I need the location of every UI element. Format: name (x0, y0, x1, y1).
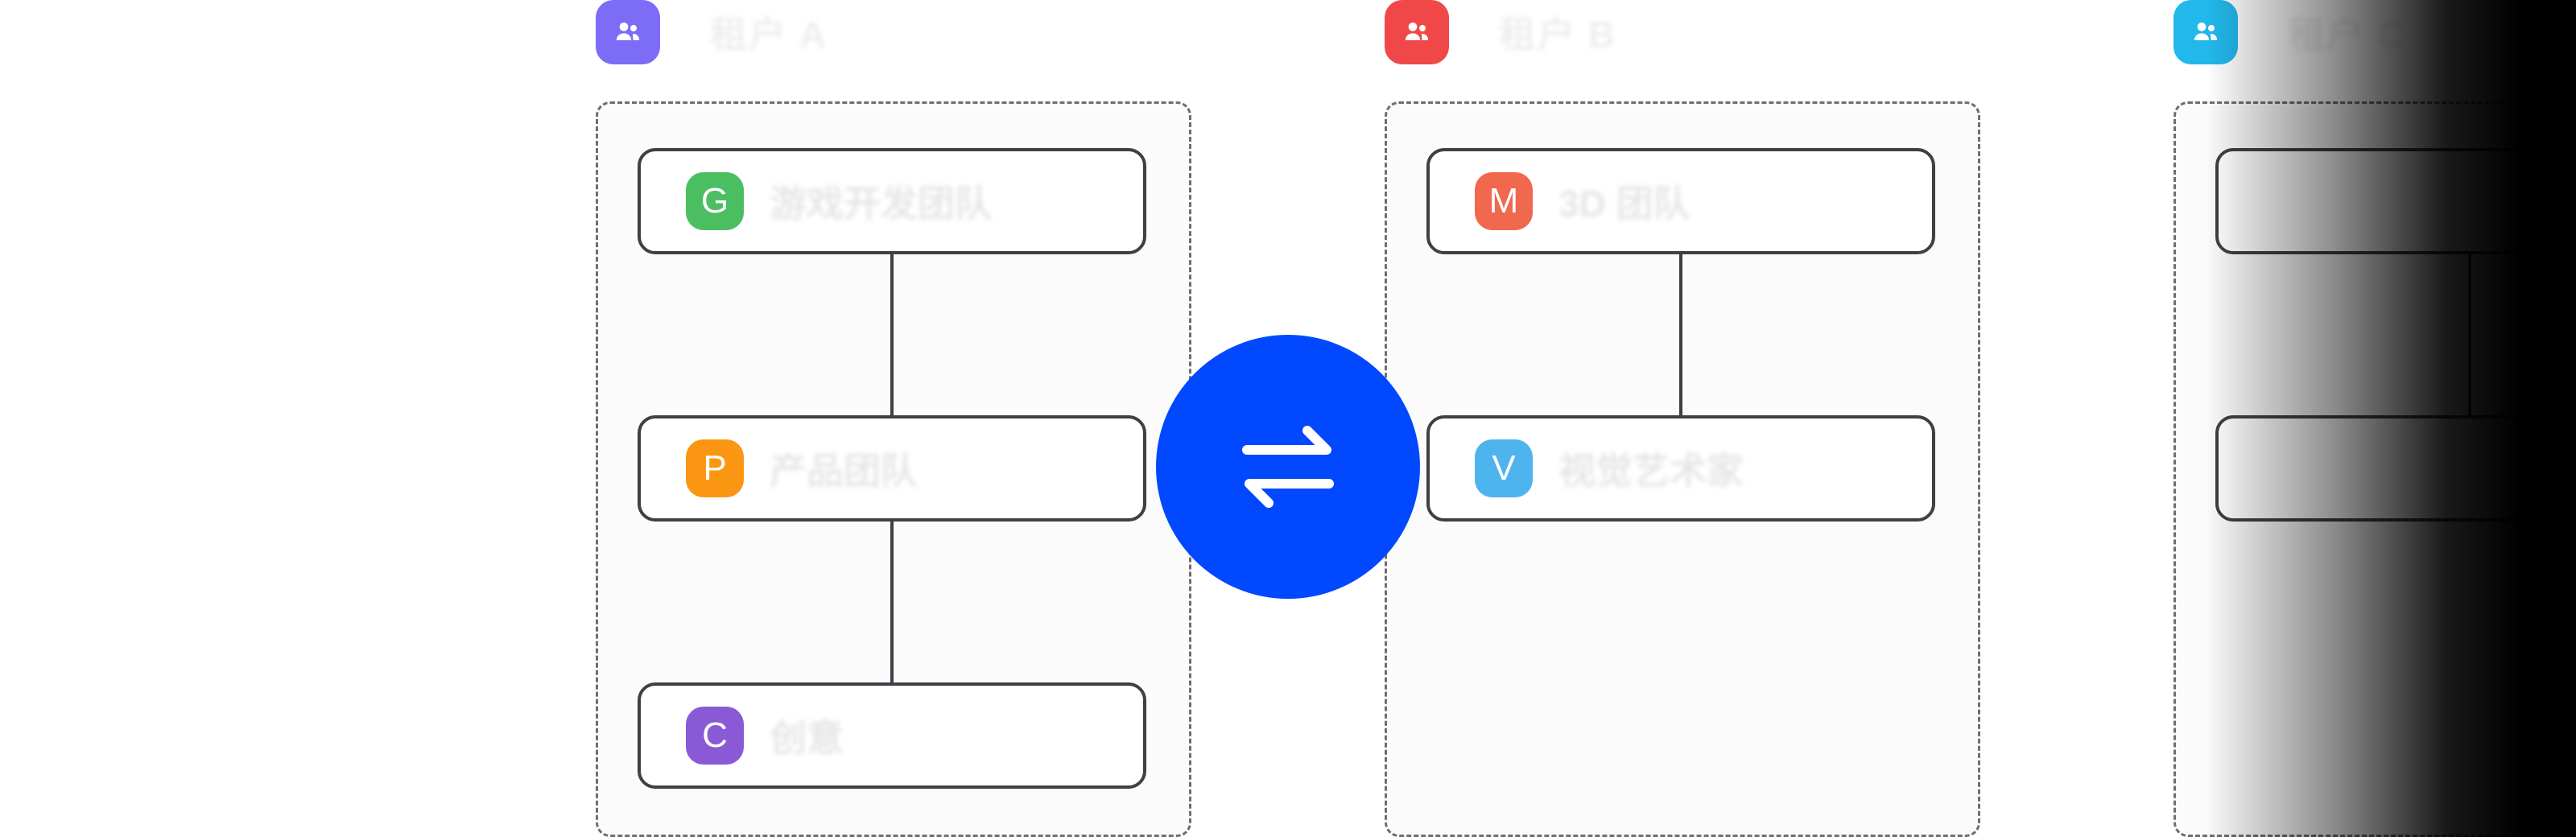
team-label: 视觉艺术家 (1558, 450, 1744, 492)
team-connector (890, 253, 894, 415)
team-card-c1[interactable] (2215, 148, 2576, 254)
team-connector (1679, 253, 1682, 415)
team-label: 产品团队 (770, 450, 918, 492)
tenant-b-name: 租户 B (1499, 14, 1616, 56)
tenant-a-header: 租户 A (596, 0, 828, 64)
team-card-c2[interactable] (2215, 415, 2576, 522)
team-label: 3D 团队 (1558, 183, 1690, 225)
team-card-game-dev[interactable]: G 游戏开发团队 (638, 148, 1146, 254)
team-label: 创意 (770, 717, 844, 759)
team-avatar: M (1475, 172, 1533, 230)
users-icon (1385, 0, 1449, 64)
tenant-b-header: 租户 B (1385, 0, 1616, 64)
tenant-c-header: 租户 C (2174, 0, 2405, 64)
team-avatar: C (686, 707, 744, 765)
team-card-product[interactable]: P 产品团队 (638, 415, 1146, 522)
team-avatar: P (686, 439, 744, 497)
team-card-creative[interactable]: C 创意 (638, 682, 1146, 789)
team-connector (2468, 253, 2471, 415)
team-connector (890, 520, 894, 682)
team-avatar: G (686, 172, 744, 230)
swap-arrows-icon (1242, 426, 1334, 508)
users-icon (596, 0, 660, 64)
tenant-c-name: 租户 C (2288, 14, 2405, 56)
team-card-visual-artists[interactable]: V 视觉艺术家 (1426, 415, 1935, 522)
team-avatar: V (1475, 439, 1533, 497)
users-icon (2174, 0, 2238, 64)
tenant-a-name: 租户 A (710, 14, 828, 56)
team-card-3d[interactable]: M 3D 团队 (1426, 148, 1935, 254)
team-label: 游戏开发团队 (770, 183, 992, 225)
swap-button[interactable] (1156, 335, 1420, 599)
